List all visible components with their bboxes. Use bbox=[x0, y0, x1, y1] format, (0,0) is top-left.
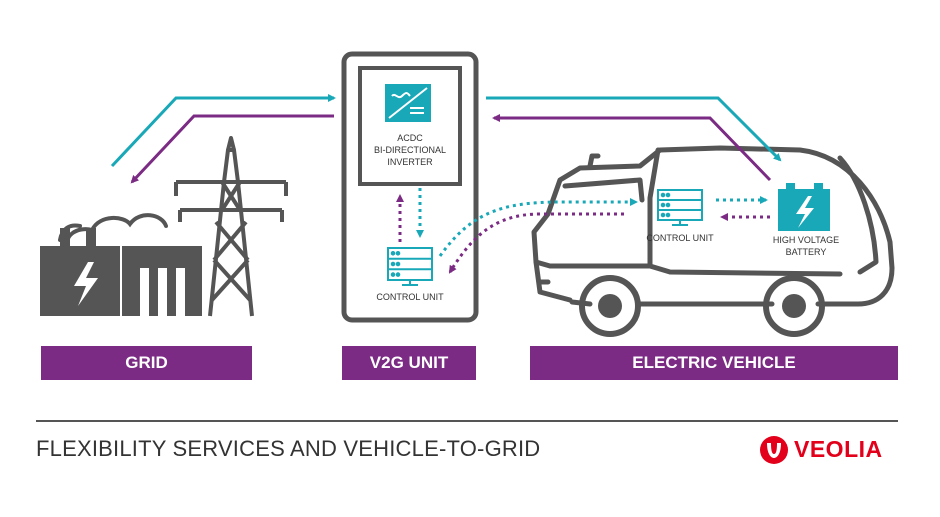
server-icon bbox=[387, 247, 433, 286]
grid-section-bar: GRID bbox=[41, 346, 252, 380]
v2g-to-grid-arrow bbox=[130, 114, 334, 184]
battery-label-line-1: HIGH VOLTAGE bbox=[773, 235, 839, 245]
v2g-to-vehicle-arrow bbox=[486, 96, 782, 162]
v2g-unit-cabinet bbox=[341, 51, 479, 323]
rear-wheel-icon bbox=[763, 275, 825, 337]
vehicle-to-v2g-arrow bbox=[492, 114, 772, 182]
inverter-label-line-1: ACDC bbox=[397, 133, 423, 143]
inverter-label-line-3: INVERTER bbox=[387, 157, 433, 167]
front-wheel-icon bbox=[579, 275, 641, 337]
ev-section-label: ELECTRIC VEHICLE bbox=[632, 353, 796, 372]
veolia-emblem-icon bbox=[760, 436, 788, 464]
page-title: FLEXIBILITY SERVICES AND VEHICLE-TO-GRID bbox=[36, 436, 541, 461]
veolia-logo-text: VEOLIA bbox=[794, 436, 883, 462]
v2g-section-label: V2G UNIT bbox=[369, 353, 449, 372]
ev-control-unit-label: CONTROL UNIT bbox=[646, 233, 714, 243]
veolia-logo bbox=[760, 436, 788, 464]
grid-to-v2g-arrow bbox=[110, 94, 336, 168]
grid-section-label: GRID bbox=[125, 353, 168, 372]
control-unit-link-arrows bbox=[438, 198, 638, 274]
battery-label-line-2: BATTERY bbox=[786, 247, 827, 257]
transmission-tower-icon bbox=[174, 136, 288, 317]
v2g-section-bar: V2G UNIT bbox=[342, 346, 476, 380]
ev-control-battery-arrows bbox=[716, 196, 770, 221]
ev-server-icon bbox=[657, 189, 703, 226]
ev-section-bar: ELECTRIC VEHICLE bbox=[530, 346, 898, 380]
footer-divider bbox=[36, 420, 898, 422]
power-plant-icon bbox=[40, 213, 202, 316]
battery-lightning-icon bbox=[778, 183, 830, 231]
inverter-icon bbox=[385, 84, 431, 122]
inverter-control-link-arrows bbox=[396, 188, 424, 242]
electric-vehicle-outline bbox=[531, 145, 895, 307]
v2g-control-unit-label: CONTROL UNIT bbox=[376, 292, 444, 302]
inverter-label-line-2: BI-DIRECTIONAL bbox=[374, 145, 446, 155]
